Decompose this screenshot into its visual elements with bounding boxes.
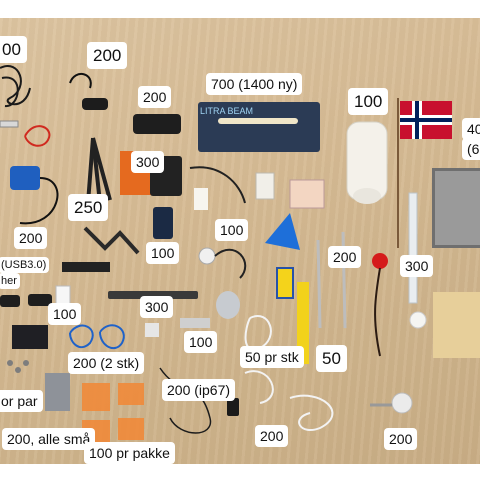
price-label-case: 200 (138, 86, 172, 108)
black-case (133, 114, 181, 134)
grey-tray (45, 373, 70, 411)
orange-package (82, 383, 110, 411)
price-label-cable-coil: 200 (255, 425, 289, 447)
price-label-tube: 300 (400, 255, 434, 277)
price-label-lantern: 100 (348, 88, 389, 115)
tripod (86, 137, 112, 204)
price-label-40: 40 (462, 118, 480, 140)
grey-part (180, 318, 210, 328)
yellow-rod (297, 282, 309, 364)
white-note (194, 188, 208, 210)
battery-box (276, 267, 294, 299)
price-label-lights: 200 (ip67) (162, 379, 236, 401)
norway-flag (397, 98, 452, 248)
price-label-headphones: 100 (215, 219, 249, 241)
glass-tube (408, 192, 418, 304)
round-lid (409, 311, 427, 329)
cable-bundle-top-left (0, 65, 31, 107)
plug (227, 398, 239, 416)
label-usb: (USB3.0) (0, 257, 50, 273)
label-her: her (0, 273, 20, 289)
product-photo: LITRA BEAM (0, 18, 480, 464)
price-label-phone: 100 (146, 242, 180, 264)
white-clip (55, 285, 71, 305)
litra-beam-box: LITRA BEAM (198, 102, 320, 152)
orange-package-2 (118, 383, 144, 405)
phone (153, 207, 173, 239)
price-label-tripod: 250 (68, 194, 109, 221)
black-accessory (0, 295, 20, 307)
led-strip-reel (370, 392, 413, 414)
usb-hub (69, 73, 108, 110)
red-cable (24, 125, 51, 147)
paper-lantern (346, 121, 388, 204)
mouse (216, 291, 240, 319)
black-bar (108, 291, 198, 299)
mesh-panel (432, 168, 480, 248)
blue-cables (69, 324, 125, 350)
small-card (255, 172, 275, 200)
dark-box (12, 325, 48, 349)
screws (7, 360, 29, 373)
label-or-par: or par (0, 390, 43, 412)
price-label-top-left: 00 (0, 36, 27, 63)
price-label-white-cables: 50 pr stk (240, 346, 304, 368)
orange-package-4 (118, 418, 144, 440)
small-connector (0, 120, 19, 128)
phone-mount (62, 226, 140, 272)
price-label-bar: 300 (140, 296, 174, 318)
price-label-clip: 100 (48, 303, 82, 325)
price-label-device: 300 (131, 151, 165, 173)
red-rose (372, 253, 388, 357)
price-label-6: (6 (462, 138, 480, 160)
grey-part-2 (145, 323, 159, 337)
price-label-hub: 200 (87, 42, 128, 69)
blue-charger (10, 166, 59, 225)
white-cables (244, 315, 334, 431)
price-label-yellow-rod: 50 (316, 345, 347, 372)
price-label-alle-sma: 200, alle små (2, 428, 96, 450)
package (289, 179, 325, 209)
usb-cable (189, 166, 246, 204)
headphones (198, 247, 247, 279)
box-text: LITRA BEAM (200, 106, 253, 116)
black-accessory-2 (28, 294, 52, 306)
blue-funnel (265, 213, 300, 250)
price-label-led-strip: 200 (384, 428, 418, 450)
price-label-litra: 700 (1400 ny) (206, 73, 303, 95)
price-label-blue-cables: 200 (2 stk) (68, 352, 145, 374)
price-label-poles: 200 (328, 246, 362, 268)
price-label-grey: 100 (184, 331, 218, 353)
price-label-charger: 200 (14, 227, 48, 249)
cloth (433, 292, 480, 358)
price-label-pakke: 100 pr pakke (84, 442, 175, 464)
